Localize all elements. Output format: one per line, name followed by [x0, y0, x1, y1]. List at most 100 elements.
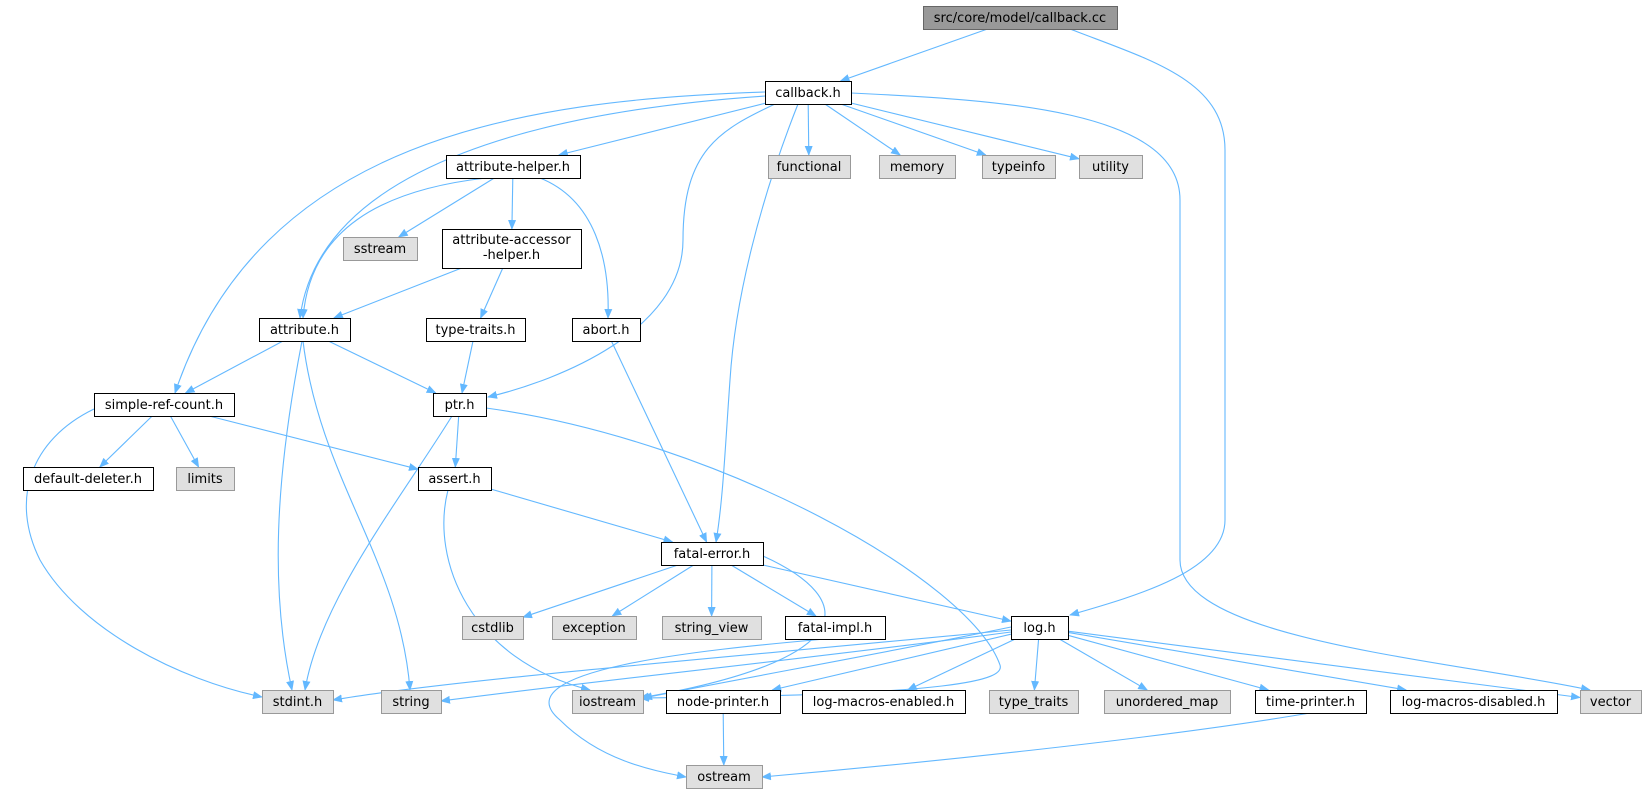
node-vector: vector: [1580, 690, 1642, 714]
node-label: time-printer.h: [1266, 695, 1355, 710]
node-label: unordered_map: [1116, 695, 1219, 710]
edge-attribute-accessor-helper-h-to-type-traits-h: [480, 267, 504, 319]
edge-log-h-to-time-printer-h: [1067, 634, 1270, 692]
node-layer: src/core/model/callback.cc callback.h attr…: [23, 6, 1642, 789]
edge-simple-ref-count-h-to-stdint-h: [25, 408, 263, 700]
node-label: stdint.h: [273, 695, 322, 710]
edge-attribute-accessor-helper-h-to-attribute-h: [332, 267, 462, 319]
node-default-deleter-h[interactable]: default-deleter.h: [23, 467, 154, 491]
edge-log-h-to-type-traits: [1031, 638, 1040, 691]
edge-attribute-h-to-stdint-h: [277, 340, 303, 691]
node-cstdlib: cstdlib: [462, 616, 524, 640]
node-abort-h[interactable]: abort.h: [572, 318, 641, 342]
node-root[interactable]: src/core/model/callback.cc: [923, 6, 1118, 30]
node-log-h[interactable]: log.h: [1011, 616, 1069, 640]
node-box: [442, 229, 582, 269]
node-typeinfo: typeinfo: [982, 155, 1056, 179]
edge-abort-h-to-fatal-error-h: [610, 340, 708, 543]
node-attribute-accessor-helper-h[interactable]: attribute-accessor-helper.h: [442, 229, 582, 269]
node-time-printer-h[interactable]: time-printer.h: [1255, 690, 1367, 714]
node-attribute-helper-h[interactable]: attribute-helper.h: [446, 155, 581, 179]
node-label: src/core/model/callback.cc: [934, 11, 1106, 26]
edge-node-printer-h-to-ostream: [719, 712, 728, 766]
node-box: [462, 616, 524, 640]
node-box: [418, 467, 492, 491]
node-box: [1104, 690, 1231, 714]
node-box: [262, 690, 334, 714]
node-box: [1390, 690, 1558, 714]
edge-callback-h-to-vector: [850, 92, 1591, 693]
edge-attribute-helper-h-to-sstream: [397, 177, 495, 238]
node-ptr-h[interactable]: ptr.h: [433, 393, 487, 417]
node-iostream: iostream: [572, 690, 644, 714]
node-box: [989, 690, 1079, 714]
node-box: [768, 155, 851, 179]
node-label: log-macros-disabled.h: [1402, 695, 1546, 710]
edge-callback-h-to-simple-ref-count-h: [174, 91, 766, 394]
node-label: vector: [1590, 695, 1632, 710]
edge-ptr-h-to-stdint-h: [302, 415, 453, 691]
edge-time-printer-h-to-ostream: [761, 712, 1311, 781]
node-label: limits: [187, 472, 223, 487]
node-box: [572, 318, 641, 342]
edge-fatal-error-h-to-cstdlib: [522, 564, 679, 619]
edge-simple-ref-count-h-to-default-deleter-h: [99, 415, 153, 468]
edge-layer: [25, 28, 1591, 781]
node-label: string: [392, 695, 429, 710]
node-box: [666, 690, 781, 714]
edge-callback-h-to-attribute-helper-h: [557, 102, 766, 157]
node-simple-ref-count-h[interactable]: simple-ref-count.h: [94, 393, 235, 417]
node-label: attribute-helper.h: [456, 160, 570, 175]
node-label: fatal-impl.h: [798, 621, 872, 636]
node-attribute-h[interactable]: attribute.h: [259, 318, 351, 342]
node-label: log-macros-enabled.h: [813, 695, 954, 710]
edge-log-h-to-iostream: [642, 626, 1012, 701]
node-fatal-impl-h[interactable]: fatal-impl.h: [785, 616, 886, 640]
node-box: [661, 542, 764, 566]
node-label: utility: [1092, 160, 1129, 175]
node-node-printer-h[interactable]: node-printer.h: [666, 690, 781, 714]
edge-simple-ref-count-h-to-limits: [169, 415, 200, 468]
node-box: [552, 616, 637, 640]
node-assert-h[interactable]: assert.h: [418, 467, 492, 491]
edge-assert-h-to-iostream: [443, 489, 591, 692]
node-label: ptr.h: [445, 398, 475, 413]
node-label: ostream: [697, 770, 751, 785]
node-label: memory: [890, 160, 945, 175]
node-log-macros-disabled-h[interactable]: log-macros-disabled.h: [1390, 690, 1558, 714]
node-box: [1011, 616, 1069, 640]
node-label: functional: [777, 160, 842, 175]
edge-ptr-h-to-assert-h: [451, 415, 460, 468]
edge-attribute-h-to-string: [302, 340, 414, 691]
edge-attribute-helper-h-to-attribute-accessor-helper-h: [508, 177, 517, 230]
node-callback-h[interactable]: callback.h: [765, 81, 852, 105]
edge-root-to-callback-h: [839, 28, 988, 82]
node-box: [381, 690, 442, 714]
node-label: node-printer.h: [677, 695, 769, 710]
node-type-traits-h[interactable]: type-traits.h: [426, 318, 526, 342]
node-memory: memory: [879, 155, 956, 179]
node-label: sstream: [354, 242, 406, 257]
edge-callback-h-to-utility: [850, 102, 1080, 161]
node-box: [23, 467, 154, 491]
node-box: [94, 393, 235, 417]
node-label: iostream: [579, 695, 636, 710]
node-limits: limits: [176, 467, 235, 491]
node-fatal-error-h[interactable]: fatal-error.h: [661, 542, 764, 566]
node-box: [433, 393, 487, 417]
node-box: [879, 155, 956, 179]
edge-simple-ref-count-h-to-assert-h: [208, 415, 419, 471]
edge-callback-h-to-fatal-error-h: [713, 103, 799, 543]
node-box: [176, 467, 235, 491]
node-utility: utility: [1079, 155, 1143, 179]
node-box: [1580, 690, 1642, 714]
edge-fatal-error-h-to-log-h: [762, 564, 1012, 624]
edge-fatal-impl-h-to-ostream: [548, 638, 826, 780]
node-string: string: [381, 690, 442, 714]
node-log-macros-enabled-h[interactable]: log-macros-enabled.h: [802, 690, 966, 714]
edge-callback-h-to-memory: [824, 103, 901, 156]
node-label: string_view: [675, 621, 749, 636]
edge-log-h-to-node-printer-h: [771, 633, 1012, 692]
node-type-traits: type_traits: [989, 690, 1079, 714]
